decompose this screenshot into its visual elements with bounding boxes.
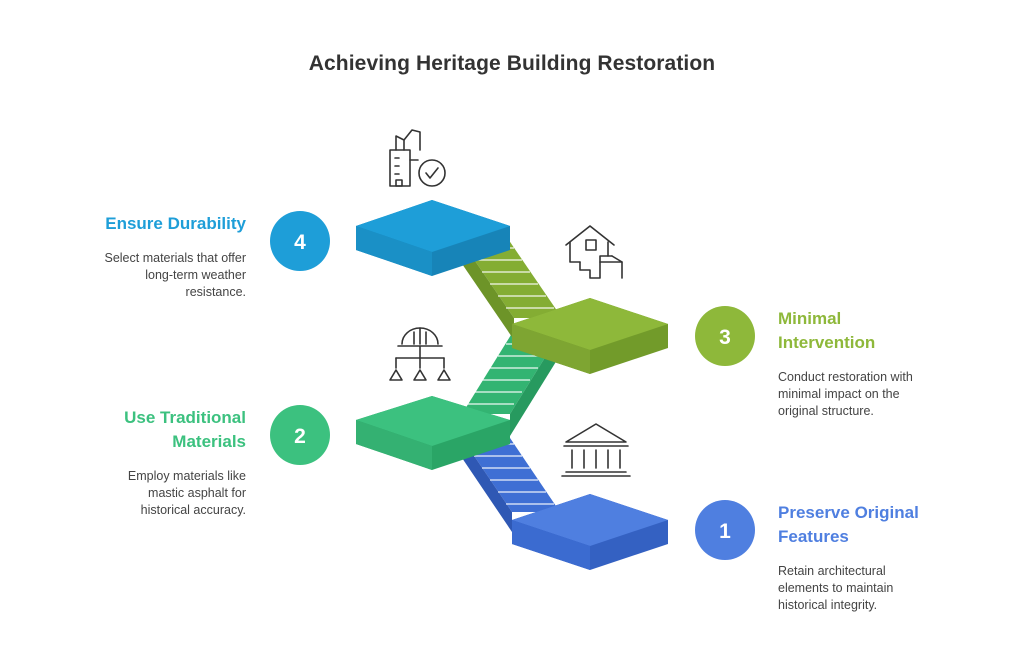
step-4-desc-line-2: long-term weather — [145, 268, 246, 282]
step-4-description: Select materials that offer long-term we… — [40, 250, 246, 301]
step-2-desc-line-2: mastic asphalt for — [148, 486, 246, 500]
badge-circle-4 — [270, 211, 330, 271]
step-1-desc-line-3: historical integrity. — [778, 598, 878, 612]
step-2-title-line-1: Use Traditional — [124, 408, 246, 427]
step-2-title-line-2: Materials — [172, 432, 246, 451]
step-4-desc-line-3: resistance. — [185, 285, 246, 299]
step-3-desc-line-1: Conduct restoration with — [778, 370, 913, 384]
step-2-desc-line-3: historical accuracy. — [140, 503, 246, 517]
platform-1 — [512, 494, 668, 570]
platform-4 — [356, 200, 510, 276]
badge-number-2: 2 — [294, 425, 306, 448]
badge-number-4: 4 — [294, 231, 306, 254]
step-1-title-line-1: Preserve Original — [778, 503, 919, 522]
hardhat-hierarchy-icon — [389, 327, 451, 381]
step-1-title: Preserve Original Features — [778, 501, 998, 549]
step-4-desc-line-1: Select materials that offer — [104, 251, 246, 265]
step-1-desc-line-1: Retain architectural — [778, 564, 886, 578]
step-3-desc-line-3: original structure. — [778, 404, 874, 418]
step-3-title-line-1: Minimal — [778, 309, 842, 328]
step-badge-1: 1 — [695, 500, 755, 560]
step-badge-3: 3 — [695, 306, 755, 366]
step-2-description: Employ materials like mastic asphalt for… — [40, 468, 246, 519]
step-1-description: Retain architectural elements to maintai… — [778, 563, 998, 614]
step-1-desc-line-2: elements to maintain — [778, 581, 894, 595]
step-3-title: Minimal Intervention — [778, 307, 998, 355]
step-3-desc-line-2: minimal impact on the — [778, 387, 900, 401]
badge-circle-1 — [695, 500, 755, 560]
step-badge-4: 4 — [270, 211, 330, 271]
platform-2 — [356, 396, 510, 470]
house-stairs-icon — [565, 225, 623, 279]
step-2-desc-line-1: Employ materials like — [127, 469, 246, 483]
step-1-title-line-2: Features — [778, 527, 849, 546]
page-title: Achieving Heritage Building Restoration — [308, 52, 716, 75]
classical-building-icon — [561, 423, 631, 477]
step-2-title: Use Traditional Materials — [40, 406, 246, 454]
badge-number-3: 3 — [719, 326, 731, 349]
platform-3 — [512, 298, 668, 374]
step-3-description: Conduct restoration with minimal impact … — [778, 369, 998, 420]
step-4-title-line-1: Ensure Durability — [105, 214, 246, 233]
step-4-title: Ensure Durability — [40, 212, 246, 236]
step-badge-2: 2 — [270, 405, 330, 465]
building-check-icon — [389, 129, 446, 187]
step-3-title-line-2: Intervention — [778, 333, 876, 352]
badge-circle-3 — [695, 306, 755, 366]
badge-number-1: 1 — [719, 520, 731, 543]
badge-circle-2 — [270, 405, 330, 465]
